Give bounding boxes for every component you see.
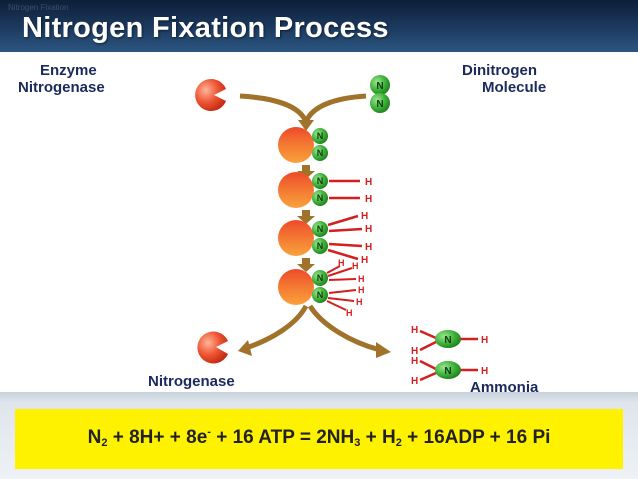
h-atom-label: H xyxy=(365,177,372,188)
enzyme-nitrogenase-bottom xyxy=(197,331,228,364)
split-arrowhead-right xyxy=(376,342,391,358)
svg-text:H: H xyxy=(361,211,368,222)
dinitrogen-label-line2: Molecule xyxy=(482,79,546,96)
enzyme-complex-3: N N H H H H xyxy=(278,211,372,266)
split-arrow-left xyxy=(245,304,309,351)
nitrogen-fixation-diagram: Enzyme Nitrogenase Dinitrogen Molecule N… xyxy=(18,62,546,396)
svg-text:H: H xyxy=(352,261,359,271)
svg-text:H: H xyxy=(411,346,418,357)
n-atom-label: N xyxy=(376,81,383,92)
svg-text:H: H xyxy=(365,224,372,235)
ammonia-molecule-2: N H H H xyxy=(411,356,488,387)
n-atom-label: N xyxy=(376,99,383,110)
svg-text:N: N xyxy=(317,176,324,186)
nitrogenase-product-label: Nitrogenase xyxy=(148,373,235,390)
svg-text:N: N xyxy=(317,131,324,141)
dinitrogen-molecule: N N xyxy=(370,75,390,113)
h-atom-label: H xyxy=(365,194,372,205)
split-arrow-right xyxy=(307,304,381,353)
header-faint-text: Nitrogen Fixation xyxy=(8,3,69,12)
svg-text:H: H xyxy=(346,308,353,318)
step-arrow-1 xyxy=(297,165,315,179)
svg-text:N: N xyxy=(317,241,324,251)
split-arrowhead-left xyxy=(238,340,252,356)
merge-arrow-left xyxy=(239,93,309,124)
svg-text:H: H xyxy=(358,285,365,295)
svg-text:H: H xyxy=(358,274,365,284)
step-arrow-2 xyxy=(297,210,315,224)
svg-text:H: H xyxy=(411,325,418,336)
enzyme-complex-2: N N H H xyxy=(278,172,372,208)
svg-text:N: N xyxy=(317,224,324,234)
enzyme-label-line1: Enzyme xyxy=(40,62,97,79)
svg-text:H: H xyxy=(481,335,488,346)
svg-text:N: N xyxy=(444,335,451,346)
svg-text:H: H xyxy=(411,356,418,367)
svg-text:H: H xyxy=(411,376,418,387)
svg-text:H: H xyxy=(365,242,372,253)
svg-text:N: N xyxy=(317,148,324,158)
slide-title: Nitrogen Fixation Process xyxy=(22,12,389,44)
equation-box: N2 + 8H+ + 8e- + 16 ATP = 2NH3 + H2 + 16… xyxy=(15,409,623,469)
ammonia-label: Ammonia xyxy=(470,379,539,396)
merge-arrowhead xyxy=(298,120,314,131)
merge-arrow-right xyxy=(303,93,367,124)
svg-text:H: H xyxy=(361,255,368,266)
svg-text:N: N xyxy=(317,290,324,300)
svg-text:N: N xyxy=(317,193,324,203)
enzyme-nitrogenase-top xyxy=(195,79,226,111)
enzyme-complex-4: N N H H H H H H xyxy=(278,258,365,318)
svg-text:H: H xyxy=(356,297,363,307)
chemical-equation: N2 + 8H+ + 8e- + 16 ATP = 2NH3 + H2 + 16… xyxy=(87,426,551,449)
enzyme-complex-1: N N xyxy=(278,127,328,163)
title-bar: Nitrogen Fixation Nitrogen Fixation Proc… xyxy=(0,0,638,52)
svg-text:H: H xyxy=(338,258,345,268)
ammonia-molecule-1: N H H H xyxy=(411,325,488,357)
step-arrow-3 xyxy=(297,258,315,272)
svg-text:N: N xyxy=(444,366,451,377)
svg-text:N: N xyxy=(317,273,324,283)
enzyme-label-line2: Nitrogenase xyxy=(18,79,105,96)
svg-text:H: H xyxy=(481,366,488,377)
dinitrogen-label-line1: Dinitrogen xyxy=(462,62,537,79)
